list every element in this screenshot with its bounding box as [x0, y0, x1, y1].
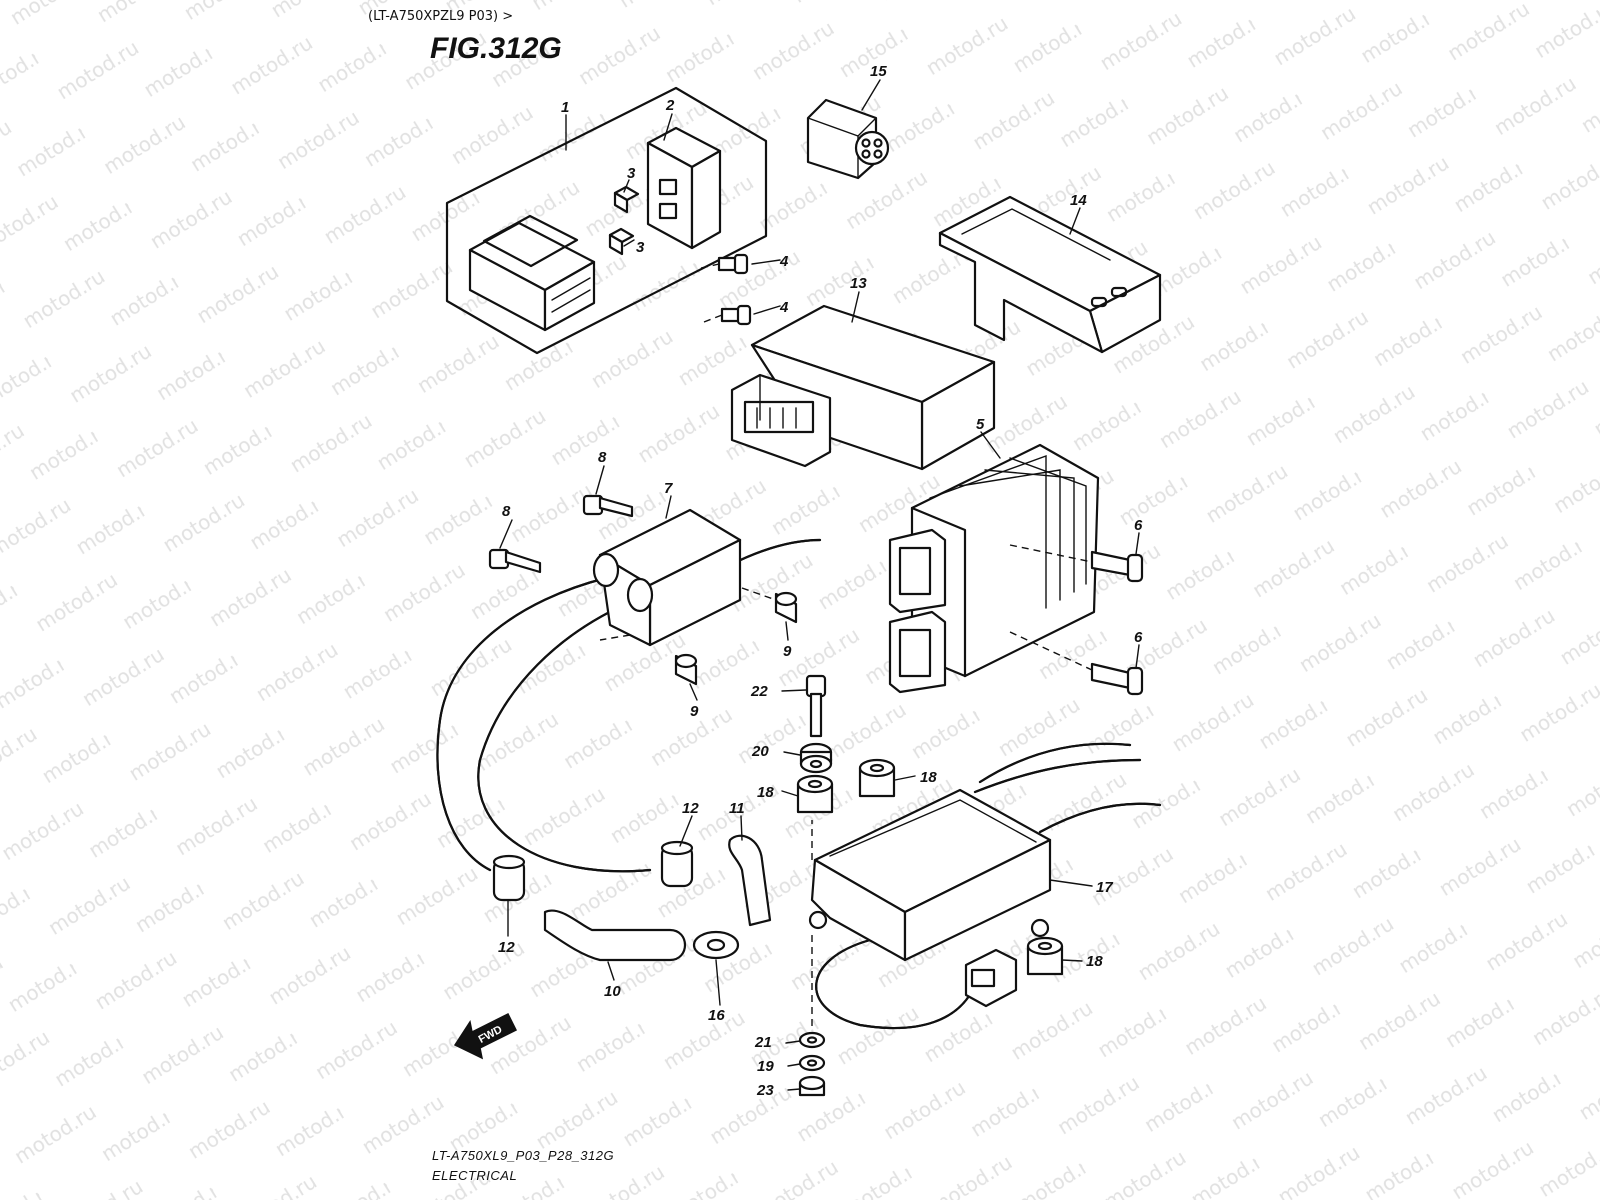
callout-12-left: 12	[498, 939, 515, 956]
callout-18-left: 18	[757, 784, 774, 801]
nut-21	[798, 1031, 826, 1049]
callout-1: 1	[561, 99, 569, 116]
model-header: (LT-A750XPZL9 P03) >	[368, 9, 513, 24]
grommet-18-right	[858, 758, 896, 798]
part-1-relay-assembly	[445, 86, 768, 355]
bolt-22	[805, 674, 827, 738]
callout-16: 16	[708, 1007, 725, 1024]
part-7-ignition-coil	[436, 508, 822, 873]
figure-title: FIG.312G	[430, 32, 562, 65]
collar-9-lower	[674, 653, 698, 686]
bolt-6-lower	[1009, 631, 1144, 696]
cap-11	[728, 834, 772, 927]
part-14-bracket	[938, 195, 1162, 354]
grommet-18-bottom	[1026, 936, 1064, 976]
washer-20	[799, 742, 833, 774]
callout-3-upper: 3	[627, 165, 636, 182]
grommet-18-left	[796, 774, 834, 814]
cap-10	[543, 909, 686, 962]
bolt-6-upper	[1009, 544, 1144, 583]
callout-18-right: 18	[920, 769, 937, 786]
nut-23	[798, 1075, 826, 1097]
cap-12-left	[492, 854, 526, 902]
diagram-code: LT-A750XL9_P03_P28_312G	[432, 1148, 614, 1163]
callout-11: 11	[729, 800, 745, 817]
bolt-8-lower	[488, 548, 542, 574]
callout-8-upper: 8	[598, 449, 607, 466]
bolt-8-upper	[582, 494, 634, 518]
callout-6-upper: 6	[1134, 517, 1143, 534]
callout-13: 13	[850, 275, 867, 292]
callout-19: 19	[757, 1058, 774, 1075]
part-17-controller	[808, 742, 1162, 1030]
collar-9-upper	[741, 587, 798, 624]
callout-9-lower: 9	[690, 703, 699, 720]
callouts: 1 2 3 3 4 4 5 6 6 7 8 8 9 9 10 11 12 12 …	[498, 63, 1143, 1099]
part-15-connector	[806, 98, 890, 180]
washer-19	[798, 1054, 826, 1072]
callout-15: 15	[870, 63, 887, 80]
callout-3-lower: 3	[636, 239, 645, 256]
screw-4-upper	[700, 253, 749, 275]
callout-2: 2	[665, 97, 675, 114]
callout-18-bottom: 18	[1086, 953, 1103, 970]
callout-4-lower: 4	[779, 299, 789, 316]
callout-21: 21	[754, 1034, 772, 1051]
callout-12-right: 12	[682, 800, 699, 817]
callout-14: 14	[1070, 192, 1087, 209]
callout-8-lower: 8	[502, 503, 511, 520]
callout-7: 7	[664, 480, 673, 497]
washer-16	[692, 930, 740, 960]
leader-lines	[499, 79, 1140, 1091]
part-5-regulator	[888, 443, 1144, 696]
cap-12-right	[660, 840, 694, 888]
section-title: ELECTRICAL	[432, 1168, 517, 1183]
callout-4-upper: 4	[779, 253, 789, 270]
callout-9-upper: 9	[783, 643, 792, 660]
callout-17: 17	[1096, 879, 1113, 896]
callout-6-lower: 6	[1134, 629, 1143, 646]
part-13-ecm	[730, 304, 996, 471]
callout-23: 23	[756, 1082, 774, 1099]
callout-22: 22	[750, 683, 768, 700]
screw-4-lower	[703, 304, 752, 326]
callout-20: 20	[751, 743, 769, 760]
callout-5: 5	[976, 416, 985, 433]
callout-10: 10	[604, 983, 621, 1000]
